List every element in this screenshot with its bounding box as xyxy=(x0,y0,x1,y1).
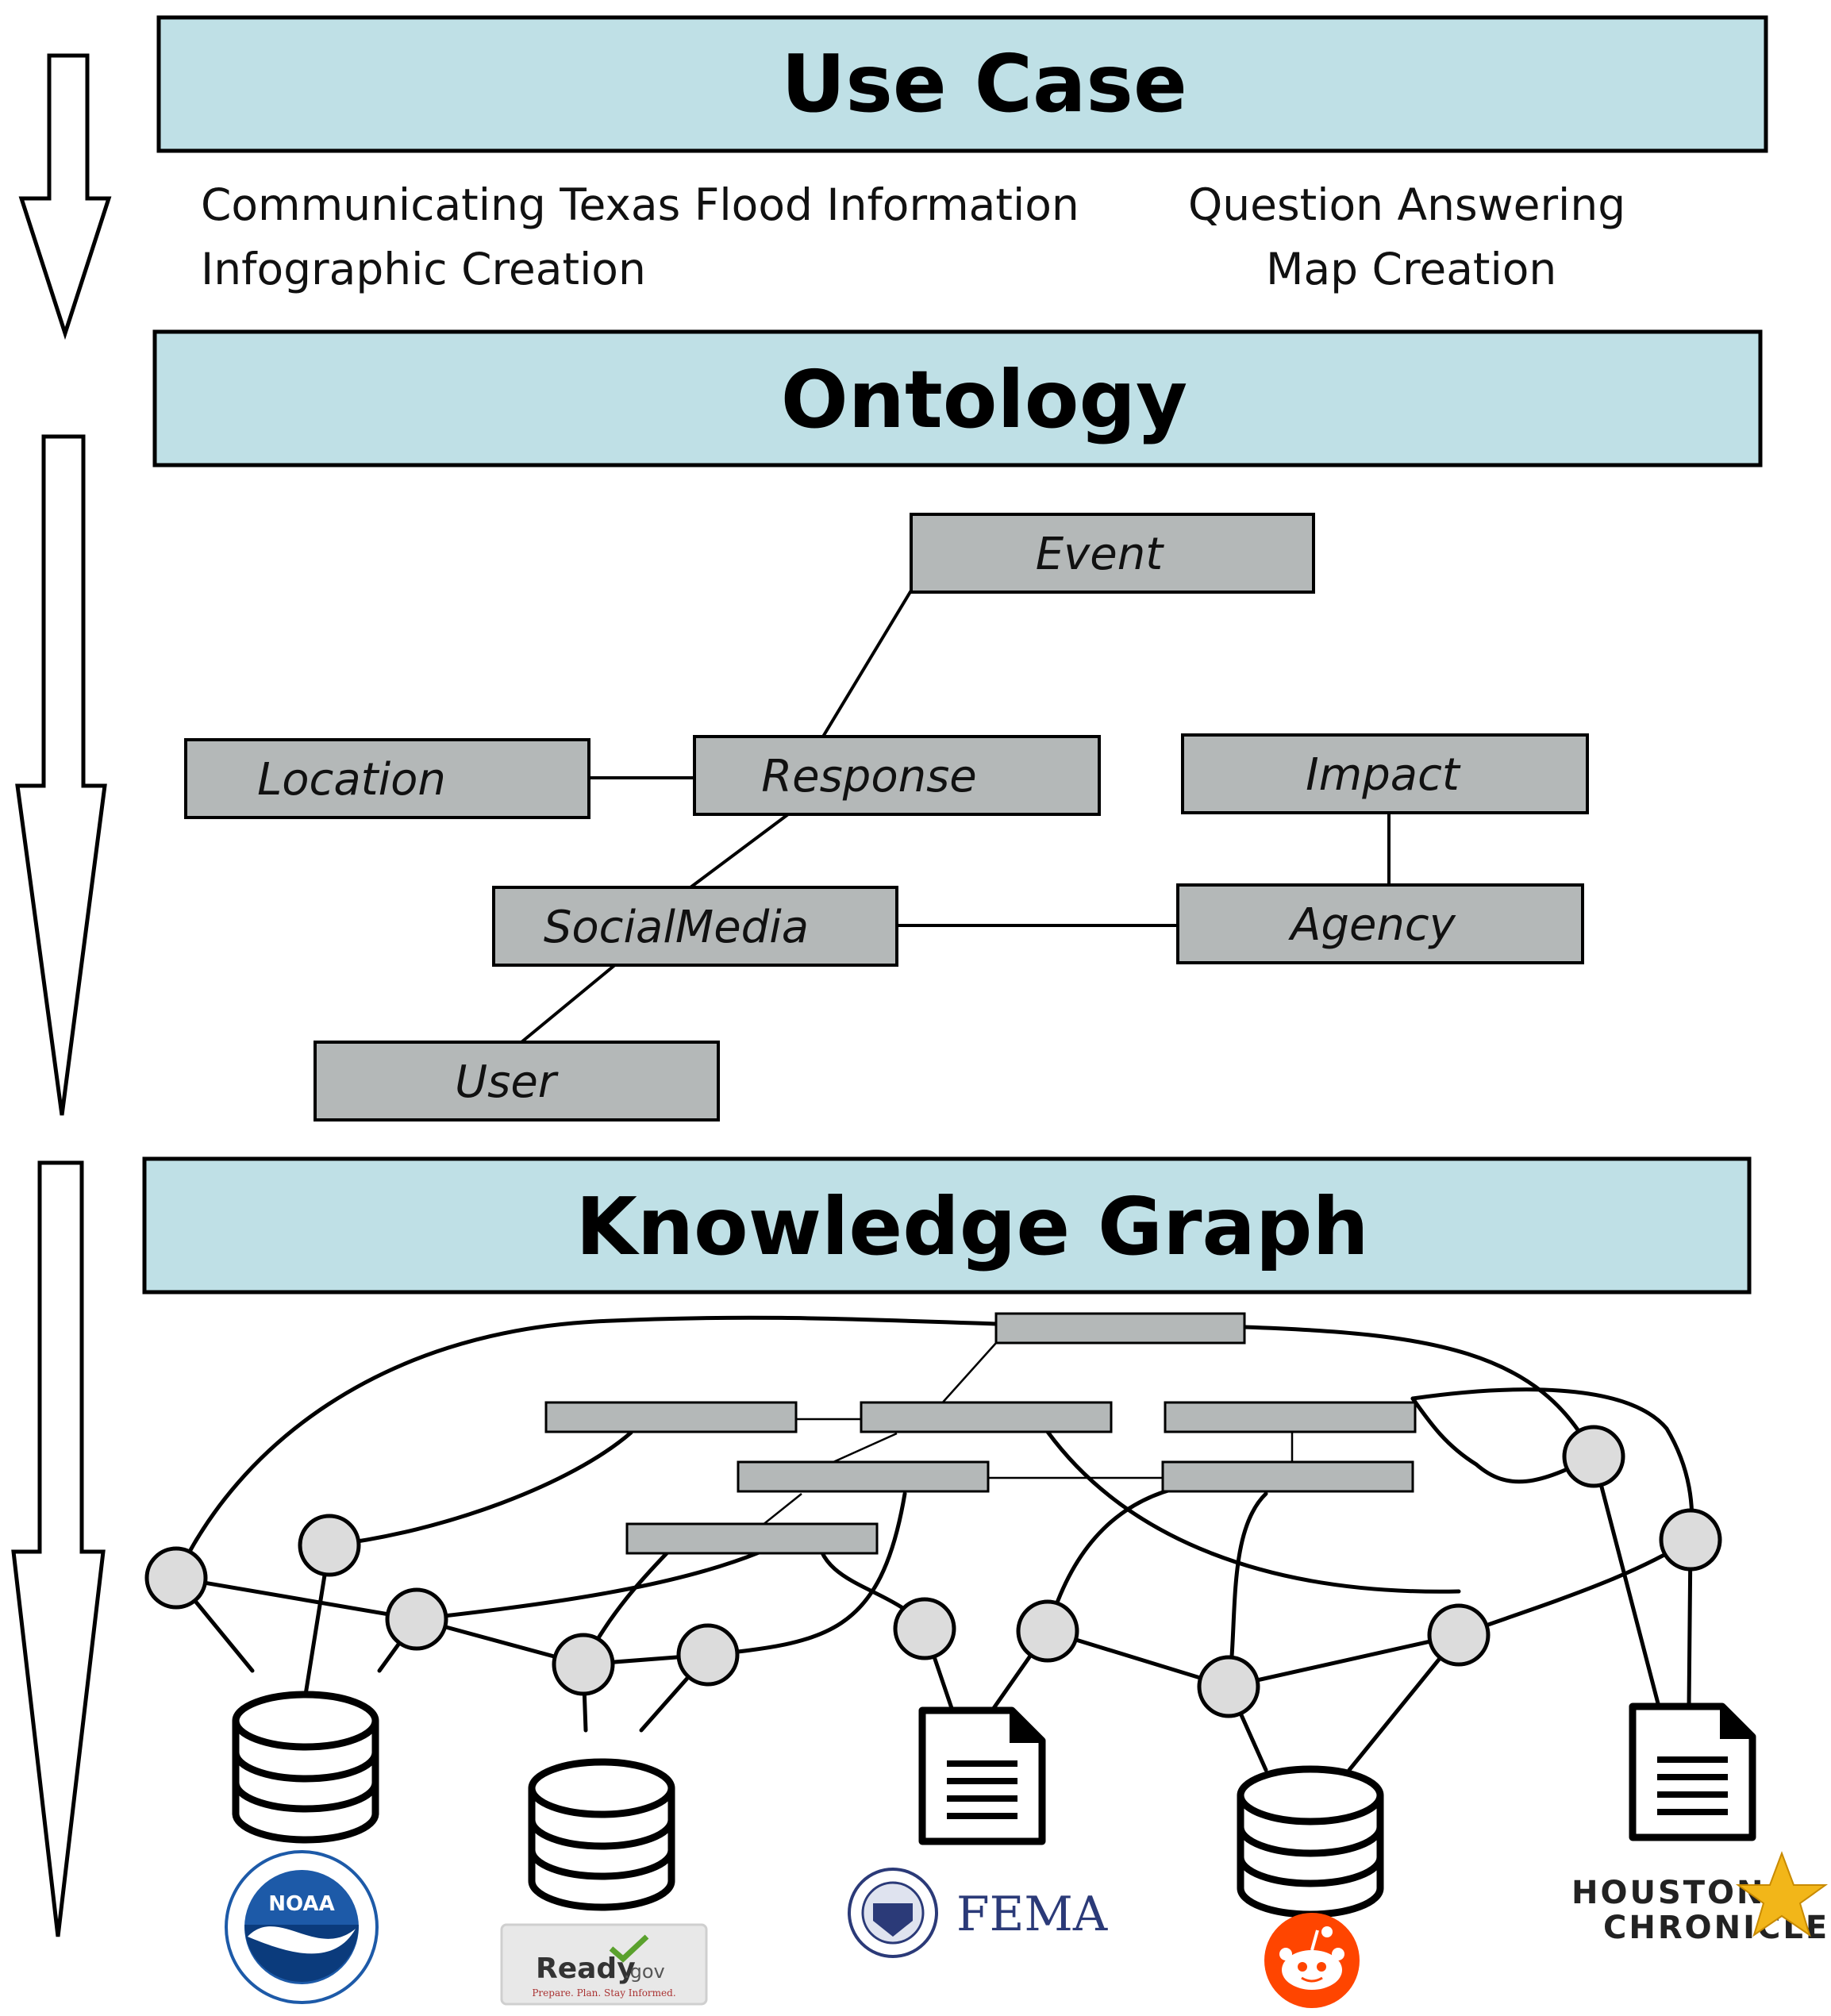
svg-text:.gov: .gov xyxy=(624,1960,665,1983)
class-impact-box xyxy=(1181,733,1589,814)
use-case-item-flood-info: Communicating Texas Flood Information xyxy=(201,179,1079,230)
noaa-logo: NOAA xyxy=(225,1850,379,2004)
ontology-header: Ontology xyxy=(781,353,1187,446)
document-icon xyxy=(918,1706,1046,1845)
class-event-box xyxy=(910,513,1315,594)
knowledge-graph-header-box xyxy=(142,1156,1752,1295)
class-response-label: Response xyxy=(761,751,976,802)
flow-arrow-3 xyxy=(11,1160,106,1937)
class-agency-label: Agency xyxy=(1288,899,1456,951)
svg-text:Ready: Ready xyxy=(536,1953,636,1985)
kg-class-box xyxy=(625,1522,879,1555)
reddit-logo xyxy=(1264,1913,1360,2008)
class-agency-box xyxy=(1176,883,1584,964)
class-location-label: Location xyxy=(257,754,446,806)
svg-text:FEMA: FEMA xyxy=(956,1887,1108,1942)
fema-logo: FEMA xyxy=(848,1868,1108,1958)
kg-node xyxy=(552,1633,615,1696)
svg-text:HOUSTON: HOUSTON xyxy=(1571,1875,1766,1911)
ready-gov-logo: Ready .gov Prepare. Plan. Stay Informed. xyxy=(500,1923,708,2006)
class-location-box xyxy=(184,738,590,819)
flow-arrow-2 xyxy=(15,434,107,1116)
kg-class-box xyxy=(1164,1401,1417,1433)
class-event-label: Event xyxy=(1036,529,1164,580)
flow-arrow-1 xyxy=(18,53,112,340)
kg-node xyxy=(1197,1655,1260,1718)
use-case-item-map-creation: Map Creation xyxy=(1266,244,1556,294)
database-icon xyxy=(528,1758,675,1911)
kg-node xyxy=(893,1597,956,1660)
class-socialmedia-label: SocialMedia xyxy=(544,902,809,953)
database-icon xyxy=(232,1691,379,1844)
kg-class-box xyxy=(544,1401,798,1433)
class-socialmedia-box xyxy=(492,886,898,967)
class-impact-label: Impact xyxy=(1306,749,1461,801)
use-case-item-infographic: Infographic Creation xyxy=(201,244,646,294)
kg-node xyxy=(298,1514,361,1577)
knowledge-graph-header: Knowledge Graph xyxy=(575,1180,1368,1273)
ontology-edges xyxy=(520,589,1391,1044)
document-icon xyxy=(1629,1702,1756,1841)
database-icon xyxy=(1237,1765,1384,1918)
kg-class-box xyxy=(737,1460,990,1493)
class-user-box xyxy=(314,1041,720,1121)
houston-chronicle-logo: HOUSTON CHRONICLE xyxy=(1571,1851,1829,1946)
kg-ontology-links xyxy=(753,1342,1294,1533)
ontology-header-box xyxy=(152,329,1763,467)
kg-node xyxy=(385,1587,448,1651)
kg-node xyxy=(1659,1508,1722,1572)
kg-class-box xyxy=(1161,1460,1414,1493)
class-user-label: User xyxy=(455,1056,559,1108)
use-case-header: Use Case xyxy=(781,37,1187,130)
svg-text:Prepare. Plan. Stay Informed.: Prepare. Plan. Stay Informed. xyxy=(532,1987,675,1999)
kg-node xyxy=(1427,1603,1491,1667)
class-response-box xyxy=(693,735,1101,816)
kg-node xyxy=(1562,1425,1625,1488)
kg-node xyxy=(676,1623,740,1687)
use-case-header-box xyxy=(156,15,1768,153)
kg-class-box xyxy=(994,1312,1246,1345)
svg-text:NOAA: NOAA xyxy=(268,1892,334,1916)
kg-class-box xyxy=(860,1401,1113,1433)
kg-node xyxy=(1016,1599,1079,1663)
kg-instance-links xyxy=(174,1315,1694,1772)
kg-node xyxy=(144,1546,208,1610)
use-case-item-question-answering: Question Answering xyxy=(1188,179,1625,230)
